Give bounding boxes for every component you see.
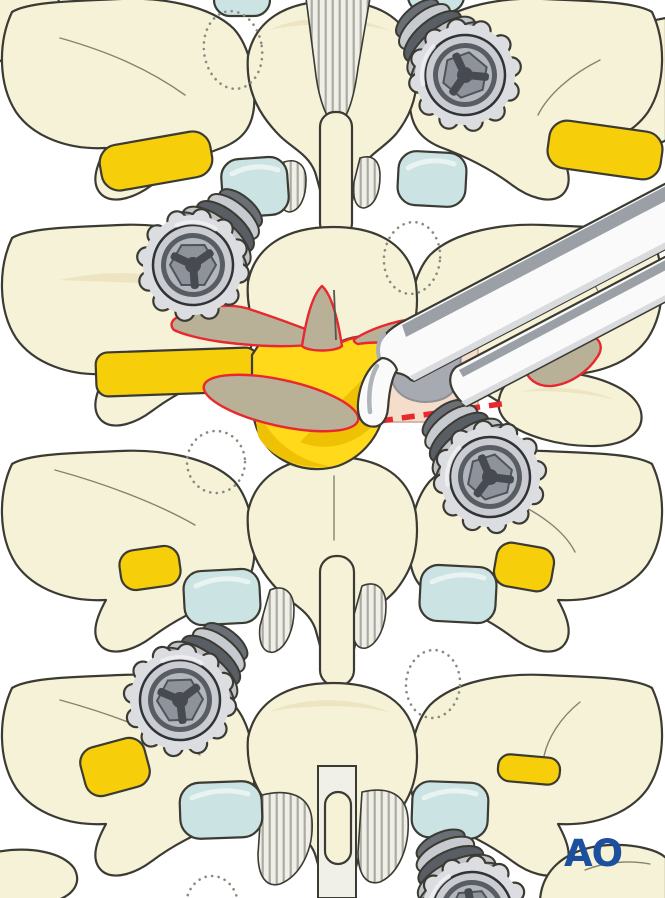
ligament-striation (258, 587, 295, 653)
kerrison-rongeur (356, 182, 665, 428)
screw-entry-circle (404, 648, 462, 720)
spinous-process (318, 110, 354, 240)
spinous-process (323, 790, 353, 866)
bone-lobe-bottom-right (539, 843, 665, 898)
facet-joints-v3-v4 (182, 563, 498, 627)
facet-joint (212, 0, 272, 18)
vertebra-1 (0, 0, 664, 240)
cut-spinous-stump (300, 284, 344, 352)
ligament-striation (352, 156, 381, 209)
vertebra-4 (0, 673, 664, 898)
nerve-root (79, 736, 151, 798)
ao-logo: AO (564, 832, 622, 875)
nerve-root (98, 130, 214, 192)
nerve-root (496, 753, 562, 786)
vertebra-3 (0, 370, 664, 689)
screw-entry-circle (185, 429, 247, 495)
screw-entry-circle (185, 874, 239, 898)
nerve-root (492, 541, 556, 593)
spinous-process (318, 554, 356, 688)
facet-joints-v4-v5 (0, 780, 665, 898)
dura-shading (252, 392, 330, 467)
ligament-striation (257, 791, 313, 886)
cut-facet-lower-left (202, 373, 360, 433)
screw-entry-circle (202, 9, 264, 91)
nerve-root (118, 544, 182, 592)
screw-entry-circle (382, 220, 442, 296)
ligament-striation (357, 789, 409, 884)
nerve-root (546, 119, 664, 181)
articular-process (497, 370, 643, 448)
